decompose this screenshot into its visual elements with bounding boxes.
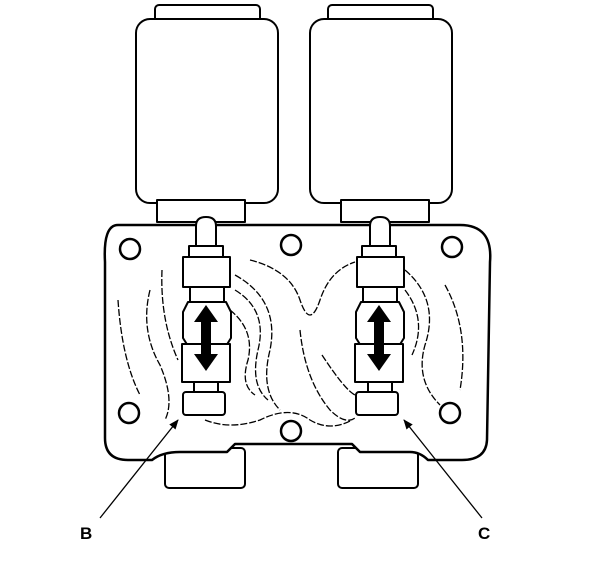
valve-left xyxy=(181,216,232,416)
callout-label-b: B xyxy=(80,524,93,543)
fluid-passages xyxy=(117,259,464,427)
bolt-holes xyxy=(117,233,464,443)
bottom-tab-left xyxy=(164,447,246,489)
movement-arrow-left xyxy=(194,305,218,371)
callout-label-c: C xyxy=(478,524,491,543)
movement-arrow-right xyxy=(367,305,391,371)
leader-line-b xyxy=(99,419,179,519)
solenoid-right xyxy=(309,4,453,223)
bottom-tab-right xyxy=(337,447,419,489)
solenoid-left xyxy=(135,4,279,223)
leader-line-c xyxy=(403,419,483,519)
